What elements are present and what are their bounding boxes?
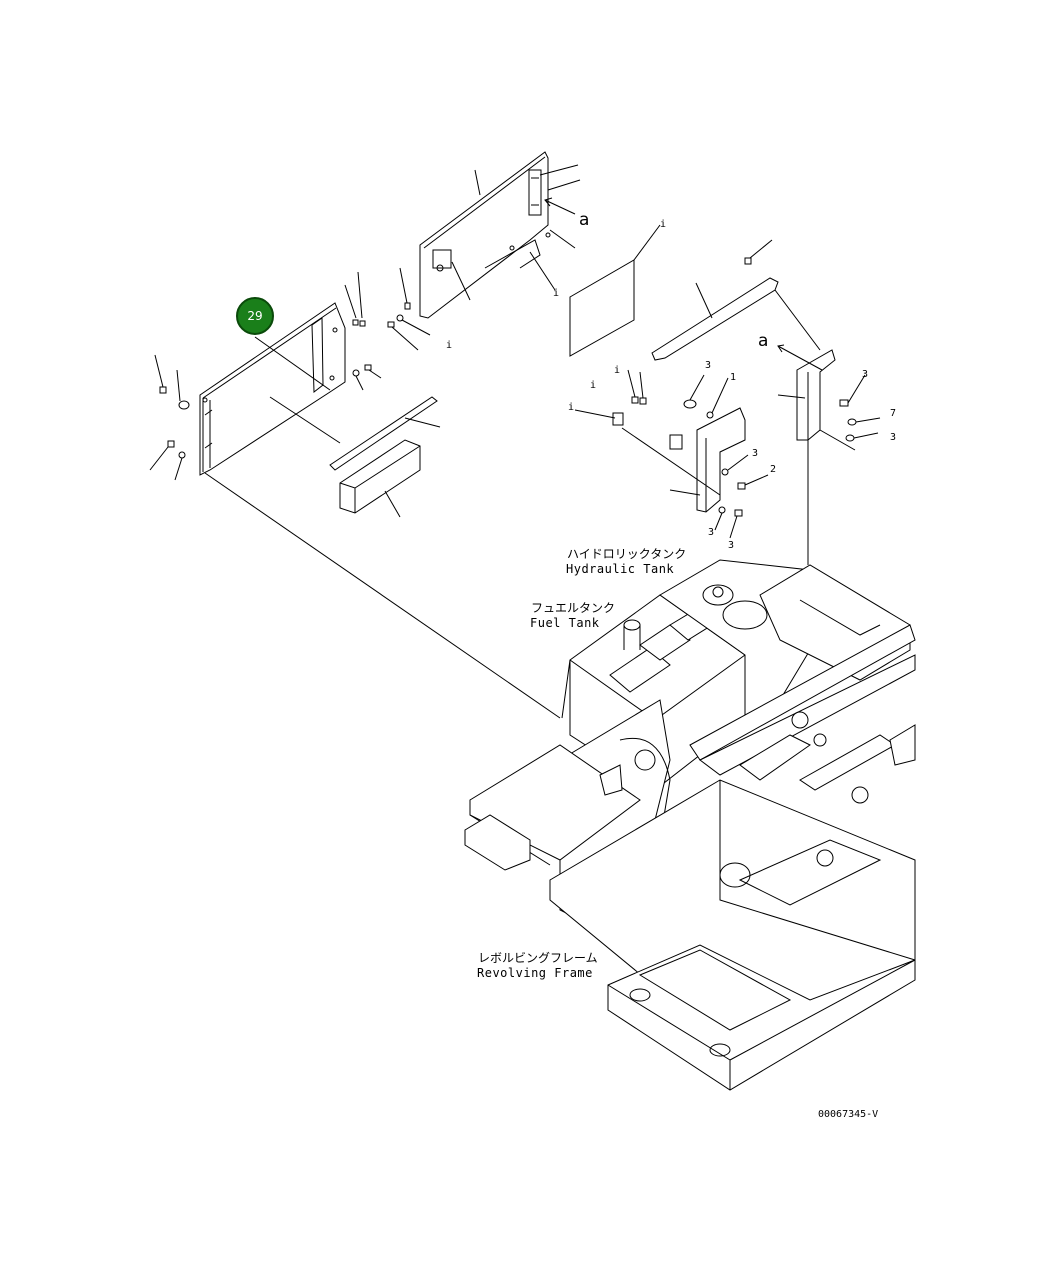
sticker-plate — [569, 224, 661, 357]
callout-number: 29 — [247, 309, 263, 323]
revolving-frame — [464, 559, 916, 1091]
ref-tick: i — [446, 340, 453, 351]
revolving-frame-label-en: Revolving Frame — [477, 966, 593, 980]
leader-line — [269, 396, 341, 444]
hydraulic-tank-label-jp: ハイドロリックタンク — [567, 547, 687, 561]
marker-arrow — [544, 199, 576, 215]
ref-tick: i — [590, 380, 597, 391]
leader-line — [561, 659, 571, 719]
seal-strip — [329, 396, 441, 471]
left-panel-fasteners — [149, 271, 382, 481]
upper-door-panel — [419, 151, 581, 319]
marker-a-right: a — [758, 331, 769, 351]
upper-panel-fasteners — [387, 267, 431, 351]
fuel-tank-label-en: Fuel Tank — [530, 616, 600, 630]
ref-tick: i — [553, 288, 560, 299]
callout-29-badge[interactable]: 29 — [236, 297, 274, 335]
side-cover-panel — [199, 302, 346, 476]
arrow-head — [544, 197, 553, 207]
middle-bracket — [574, 369, 769, 539]
ref-tick: 3 — [705, 360, 712, 371]
drawing-id: 00067345-V — [818, 1109, 879, 1120]
foam-block — [339, 439, 421, 518]
arrow-head — [777, 344, 785, 353]
ref-tick: 3 — [862, 369, 869, 380]
assembly-line — [204, 472, 561, 719]
ref-tick: 3 — [890, 432, 897, 443]
marker-arrow — [777, 345, 823, 371]
fuel-tank-label-jp: フュエルタンク — [531, 601, 616, 615]
right-vertical-bracket — [777, 349, 881, 565]
long-bracket-bar — [651, 239, 821, 361]
hydraulic-tank-label-en: Hydraulic Tank — [566, 562, 675, 576]
ref-tick: 3 — [708, 527, 715, 538]
ref-tick: i — [614, 365, 621, 376]
ref-tick: 7 — [890, 408, 897, 419]
ref-tick: 2 — [770, 464, 777, 475]
leader-line — [254, 336, 331, 391]
revolving-frame-label-jp: レボルビングフレーム — [478, 951, 598, 965]
ref-tick: i — [568, 402, 575, 413]
ref-tick: 3 — [728, 540, 735, 551]
ref-tick: 1 — [730, 372, 737, 383]
marker-a-top: a — [579, 210, 590, 230]
ref-tick: i — [660, 219, 667, 230]
ref-tick: 3 — [752, 448, 759, 459]
